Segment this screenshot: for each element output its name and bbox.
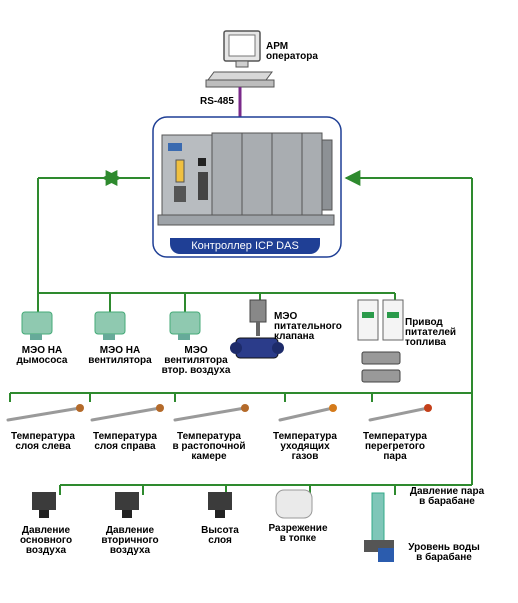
meo-valve-icon [230,299,284,359]
operator-workstation-icon [205,30,275,88]
fuel-feeder-drive-icon [357,299,404,383]
meo-fan-icon [94,311,126,340]
controller-panel [152,116,342,258]
operator-label: АРМ оператора [266,41,318,62]
controller-caption: Контроллер ICP DAS [170,238,320,254]
meo-secondary-fan-icon [169,311,201,340]
pressure-sensor-icon [32,489,313,519]
drum-level-icon [364,492,394,562]
rs485-label: RS-485 [200,96,234,107]
thermocouple-icon [6,404,432,422]
meo-smoke-icon [21,311,53,340]
bus-lines [9,170,473,495]
